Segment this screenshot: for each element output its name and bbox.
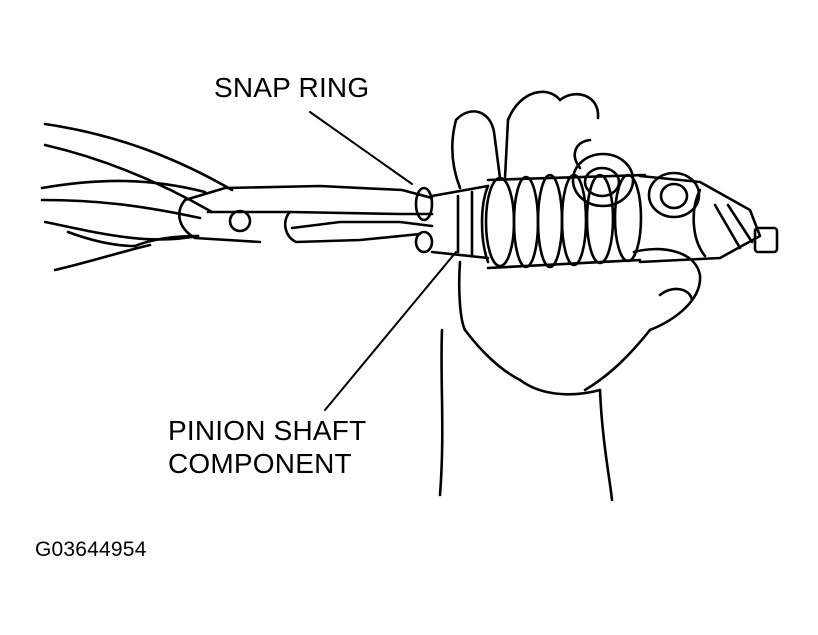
snap-ring-label: SNAP RING (214, 72, 370, 103)
pinion-leader (324, 251, 457, 411)
pliers-jaws (177, 184, 434, 244)
rubber-boot (480, 173, 647, 270)
pinion-label-line2: COMPONENT (168, 448, 352, 479)
pinion-shaft-component-label: PINION SHAFT COMPONENT (168, 414, 366, 480)
snap-ring (414, 186, 434, 254)
pinion-shaft (430, 184, 490, 260)
gear-housing (638, 174, 779, 264)
pinion-label-line1: PINION SHAFT (168, 415, 367, 446)
pliers-handles (40, 122, 234, 272)
leader-lines (309, 111, 457, 411)
snap-ring-leader (309, 111, 413, 185)
figure-code: G03644954 (35, 538, 147, 561)
hand (438, 90, 702, 502)
